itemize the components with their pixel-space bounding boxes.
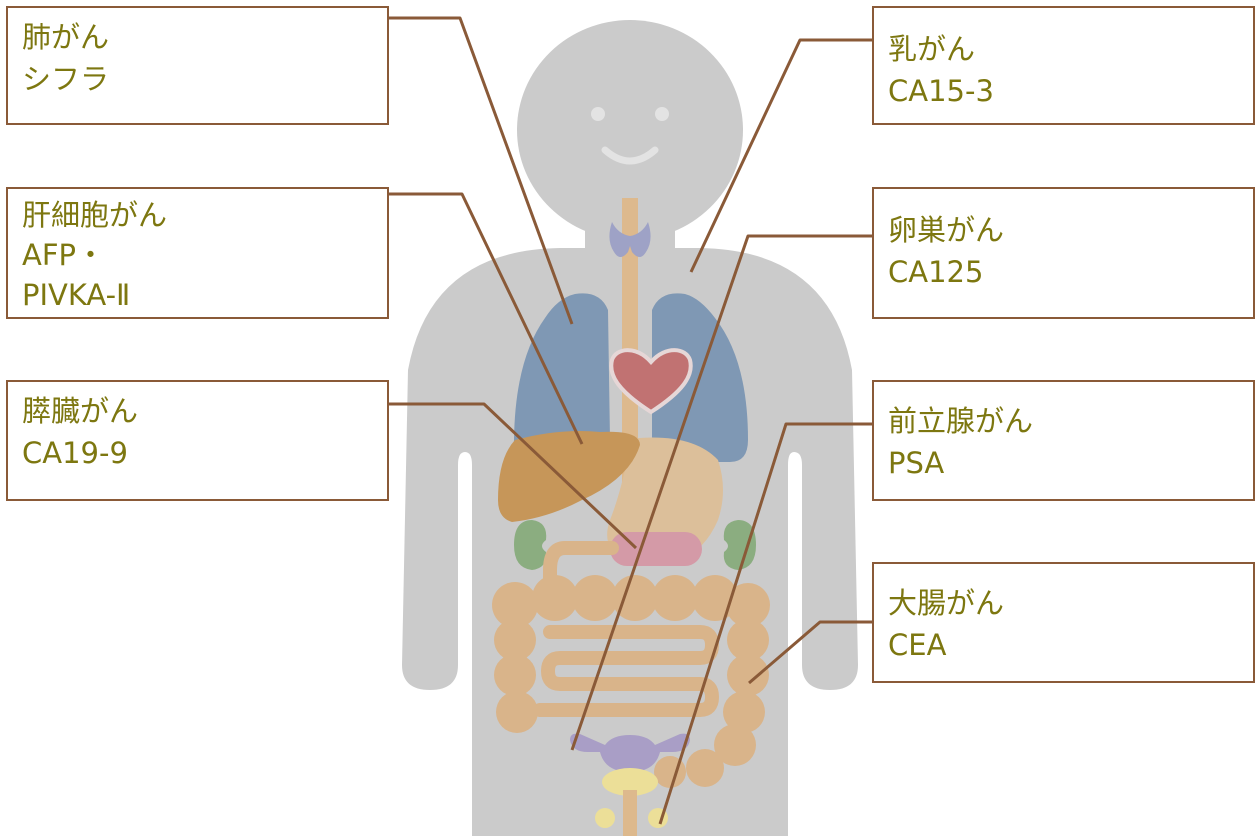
label-prostate-cancer: 前立腺がん PSA	[872, 380, 1255, 501]
label-colorectal-cancer: 大腸がん CEA	[872, 562, 1255, 683]
left-testis	[595, 808, 615, 828]
right-kidney	[724, 520, 756, 570]
tumor-marker: CA19-9	[22, 432, 373, 474]
tumor-marker: PIVKA-Ⅱ	[22, 275, 373, 315]
urethra	[623, 790, 637, 836]
tumor-marker: AFP・	[22, 235, 373, 275]
right-eye	[655, 107, 669, 121]
tumor-marker: PSA	[888, 442, 1239, 484]
label-breast-cancer: 乳がん CA15-3	[872, 6, 1255, 125]
tumor-marker: CA15-3	[888, 70, 1239, 112]
tumor-marker: シフラ	[22, 58, 373, 100]
organ-name: 膵臓がん	[22, 390, 373, 432]
organ-name: 肝細胞がん	[22, 195, 373, 235]
organ-name: 肺がん	[22, 16, 373, 58]
organ-name: 前立腺がん	[888, 400, 1239, 442]
organ-name: 乳がん	[888, 28, 1239, 70]
label-pancreatic-cancer: 膵臓がん CA19-9	[6, 380, 389, 501]
tumor-marker: CEA	[888, 624, 1239, 666]
label-lung-cancer: 肺がん シフラ	[6, 6, 389, 125]
left-eye	[591, 107, 605, 121]
label-liver-cancer: 肝細胞がん AFP・ PIVKA-Ⅱ	[6, 187, 389, 319]
tumor-marker: CA125	[888, 251, 1239, 293]
organ-name: 大腸がん	[888, 582, 1239, 624]
organ-name: 卵巣がん	[888, 209, 1239, 251]
left-kidney	[514, 520, 546, 570]
label-ovarian-cancer: 卵巣がん CA125	[872, 187, 1255, 319]
